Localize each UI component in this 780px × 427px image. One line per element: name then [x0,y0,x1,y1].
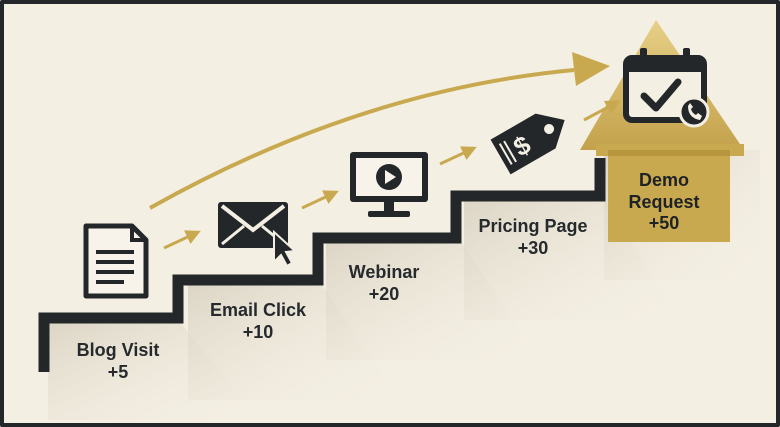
monitor-play-icon [350,152,428,217]
step-points: +20 [368,283,400,304]
step-label-email-click: Email Click +10 [196,300,320,343]
trend-arrow [149,52,610,210]
step-points: +5 [107,361,129,382]
envelope-cursor-icon [218,202,298,268]
step-label-pricing-page: Pricing Page +30 [470,216,596,259]
step-label-webinar: Webinar +20 [334,262,434,305]
step-name: Blog Visit [76,340,160,360]
step-points: +50 [648,213,680,234]
step-points: +30 [517,237,549,258]
step-name: Email Click [209,300,307,320]
step-name: Demo Request [628,170,700,212]
step-arrows [163,100,621,250]
step-label-blog-visit: Blog Visit +5 [58,340,178,383]
calendar-check-phone-icon [623,48,710,128]
price-tag-icon: $ [490,113,565,175]
step-name: Webinar [348,262,420,282]
step-label-demo-request: Demo Request +50 [624,170,704,235]
step-name: Pricing Page [478,216,588,236]
staircase [38,158,606,372]
step-points: +10 [242,321,274,342]
step-shadows [48,150,760,420]
document-icon [83,223,149,299]
